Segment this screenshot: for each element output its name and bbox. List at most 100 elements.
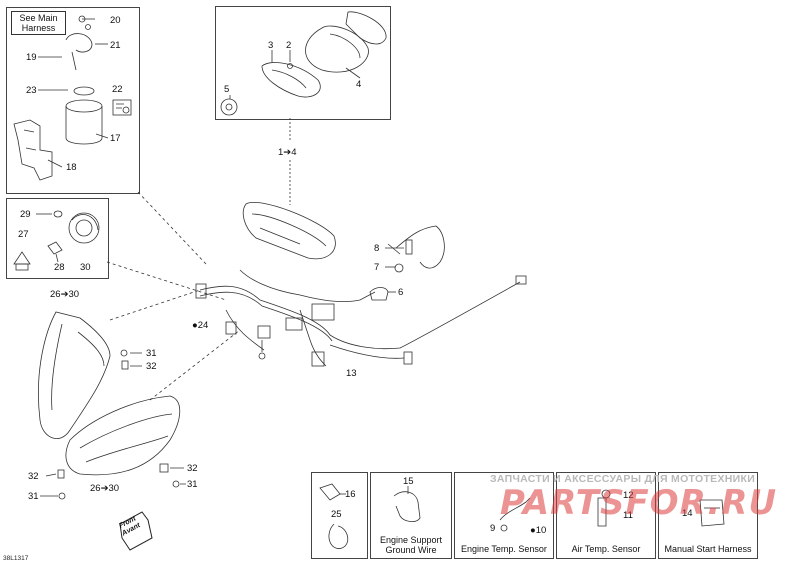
callout-23: 23 xyxy=(26,85,37,96)
callout-19: 19 xyxy=(26,52,37,63)
callout-13: 13 xyxy=(346,368,357,379)
callout-22: 22 xyxy=(112,84,123,95)
panel-engine-support xyxy=(370,472,452,559)
drawing-code: 38L1317 xyxy=(3,555,29,562)
callout-1-to-4: 1➔4 xyxy=(278,147,297,158)
filter-top xyxy=(65,99,103,113)
gauge-lens-4 xyxy=(305,25,369,73)
washer-12 xyxy=(601,489,611,499)
screw-2 xyxy=(287,63,293,69)
callout-18: 18 xyxy=(66,162,77,173)
nut-32 xyxy=(121,360,129,370)
panel-gauge-cluster xyxy=(215,6,391,120)
callout-28: 28 xyxy=(54,262,65,273)
see-main-harness-note: See Main Harness xyxy=(11,11,66,35)
connector xyxy=(311,303,335,321)
bulb-27 xyxy=(13,251,31,265)
leader-28 xyxy=(55,253,59,263)
spring-clip-28 xyxy=(47,241,63,255)
headlight-rear-housing xyxy=(37,311,111,440)
lead-wire-8 xyxy=(395,225,445,269)
callout-32-left: 32 xyxy=(28,471,39,482)
bolt-part xyxy=(78,15,86,23)
ground-wire-15 xyxy=(393,491,421,522)
panel-clips xyxy=(311,472,368,559)
connector xyxy=(311,351,325,367)
callout-26-to-30-top: 26➔30 xyxy=(50,289,80,300)
watermark-brand: PARTSFOR.RU xyxy=(500,483,778,523)
caption-engine-support: Engine Support Ground Wire xyxy=(379,535,443,555)
manual-start-plug-14 xyxy=(699,499,725,527)
callout-11: 11 xyxy=(623,510,633,521)
part-7 xyxy=(394,263,404,273)
callout-27: 27 xyxy=(18,229,29,240)
callout-32-upper: 32 xyxy=(146,361,157,372)
headlight-bulb-30 xyxy=(68,212,100,244)
callout-10: ●10 xyxy=(530,525,547,536)
caption-air-temp: Air Temp. Sensor xyxy=(571,544,641,554)
callout-31-right: 31 xyxy=(187,479,198,490)
air-sensor xyxy=(597,497,607,527)
callout-2: 2 xyxy=(286,40,292,51)
callout-20: 20 xyxy=(110,15,121,26)
callout-7: 7 xyxy=(374,262,380,273)
wire-loop-25 xyxy=(328,523,349,549)
connector xyxy=(285,317,303,331)
filter-body xyxy=(65,106,103,145)
cluster-housing xyxy=(242,202,336,260)
bolt-part xyxy=(85,24,91,30)
callout-25: 25 xyxy=(331,509,342,520)
callout-3: 3 xyxy=(268,40,274,51)
callout-5: 5 xyxy=(224,84,230,95)
cap-6 xyxy=(369,287,389,301)
gauge-bezel xyxy=(345,11,387,45)
callout-32-right: 32 xyxy=(187,463,198,474)
drop-icon: ● xyxy=(530,525,536,536)
connector xyxy=(403,351,413,365)
callout-24: ●24 xyxy=(192,320,209,331)
grommet-31 xyxy=(172,480,180,488)
panel-filter-assembly xyxy=(6,7,140,194)
caption-engine-temp: Engine Temp. Sensor xyxy=(461,544,547,554)
callout-17: 17 xyxy=(110,133,121,144)
connector xyxy=(225,321,237,335)
callout-6: 6 xyxy=(398,287,404,298)
bracket-18 xyxy=(13,119,53,181)
callout-8: 8 xyxy=(374,243,380,254)
callout-26-to-30-bottom: 26➔30 xyxy=(90,483,120,494)
grommet-31 xyxy=(58,492,66,500)
clip-16 xyxy=(319,483,341,501)
callout-15: 15 xyxy=(403,476,414,487)
callout-31-upper: 31 xyxy=(146,348,157,359)
filter-cap xyxy=(73,86,95,96)
gauge-dial-5 xyxy=(220,98,238,116)
callout-29: 29 xyxy=(20,209,31,220)
watermark-tagline: ЗАПЧАСТИ И АКСЕССУАРЫ ДЛЯ МОТОТЕХНИКИ xyxy=(490,473,756,485)
temp-sensor-9 xyxy=(499,497,531,521)
headlight-front-lens xyxy=(65,395,181,476)
grommet-31 xyxy=(120,349,128,357)
bulb-socket xyxy=(53,210,63,218)
panel-headlight-bulb xyxy=(6,198,109,279)
part-8 xyxy=(405,239,413,255)
connector xyxy=(515,275,527,285)
front-arrow xyxy=(119,511,153,551)
nut-32 xyxy=(159,463,169,473)
connector xyxy=(257,325,271,339)
callout-31-left: 31 xyxy=(28,491,39,502)
leader-18 xyxy=(47,159,63,168)
callout-9: 9 xyxy=(490,523,496,534)
hose-clip xyxy=(65,33,93,53)
callout-30: 30 xyxy=(80,262,91,273)
harness-branch xyxy=(329,344,405,359)
leader-4 xyxy=(345,67,361,79)
nut-32 xyxy=(57,469,65,479)
callout-14: 14 xyxy=(682,508,693,519)
callout-16: 16 xyxy=(345,489,356,500)
hose xyxy=(71,51,77,71)
decal-22 xyxy=(112,99,132,116)
callout-21: 21 xyxy=(110,40,121,51)
panel-manual-start xyxy=(658,472,758,559)
